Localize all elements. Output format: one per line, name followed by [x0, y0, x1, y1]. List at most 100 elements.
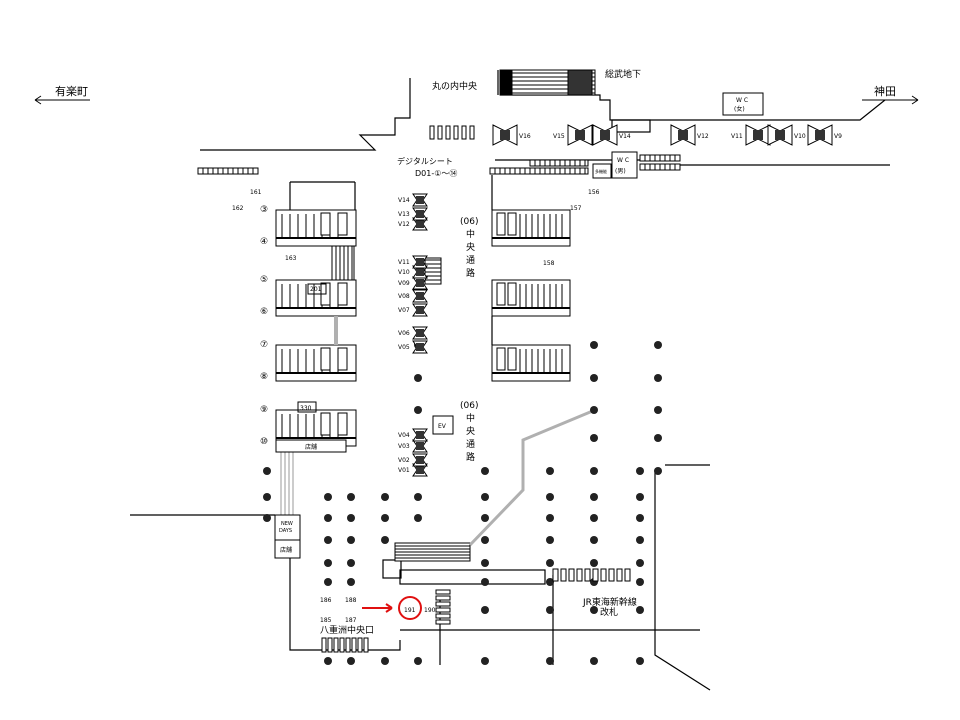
highlight-arrow-icon	[362, 603, 393, 613]
central-passage-char: 央	[466, 425, 475, 437]
shop-label: 店舗	[305, 443, 317, 451]
ticket-gate	[568, 568, 575, 582]
platform-number: ⑩	[260, 437, 268, 447]
ticket-gate	[351, 637, 357, 653]
walls	[130, 70, 890, 691]
wc-female-label: W C	[736, 97, 748, 104]
central-passage-char: 中	[466, 412, 475, 424]
column-icon	[481, 493, 489, 501]
ticket-gate	[321, 637, 327, 653]
platform-number: ⑧	[260, 372, 268, 382]
platform-block-left	[275, 344, 357, 382]
ticket-gate	[435, 613, 451, 619]
pillar-label: V12	[398, 221, 410, 228]
ticket-gate	[333, 637, 339, 653]
pillar-label: V07	[398, 307, 410, 314]
column-icon	[590, 341, 598, 349]
column-icon	[381, 514, 389, 522]
pillar-icon	[416, 306, 424, 314]
column-icon	[414, 514, 422, 522]
column-icon	[636, 578, 644, 586]
ad-number: 161	[250, 189, 262, 196]
pillar-label: V13	[398, 211, 410, 218]
pillar-icon	[416, 456, 424, 464]
ticket-gate	[576, 568, 583, 582]
pillar-icon	[678, 130, 688, 140]
platform-block-right	[491, 209, 571, 247]
ticket-gate	[461, 125, 467, 140]
newdays-label: NEW	[281, 521, 293, 527]
column-icon	[481, 536, 489, 544]
column-icon	[546, 467, 554, 475]
central-passage-char: 中	[466, 228, 475, 240]
platform-number: ⑤	[260, 275, 268, 285]
platform-block-left	[275, 209, 357, 247]
ad-panel	[320, 212, 331, 236]
ad-panel	[337, 412, 348, 436]
wc-male-label: W C	[617, 157, 629, 164]
pillar-label: V14	[619, 133, 631, 140]
ad-number: 190	[424, 607, 436, 614]
column-icon	[590, 559, 598, 567]
column-icon	[636, 657, 644, 665]
digital-seat-range: D01-①～⑭	[415, 169, 457, 178]
column-icon	[590, 657, 598, 665]
column-icon	[590, 606, 598, 614]
pillar-label: V10	[398, 269, 410, 276]
platform-number: ⑨	[260, 405, 268, 415]
ad-number-box	[297, 401, 317, 413]
ticket-gate	[608, 568, 615, 582]
escalator	[529, 159, 589, 167]
column-icon	[654, 467, 662, 475]
direction-right-label: 神田	[874, 84, 896, 98]
ticket-gate	[437, 125, 443, 140]
highlight-circle	[398, 596, 422, 620]
ad-panel	[496, 347, 506, 371]
ticket-gate	[363, 637, 369, 653]
column-icon	[381, 536, 389, 544]
column-icon	[636, 536, 644, 544]
ad-number: 157	[570, 205, 582, 212]
column-icon	[481, 657, 489, 665]
column-icon	[324, 578, 332, 586]
ad-panel	[337, 212, 348, 236]
wc-male-sub: (男)	[615, 168, 626, 175]
ad-panel	[496, 282, 506, 306]
column-icon	[636, 514, 644, 522]
column-icon	[414, 374, 422, 382]
column-icon	[636, 467, 644, 475]
column-icon	[636, 493, 644, 501]
pillar-label: V14	[398, 197, 410, 204]
ad-number: 188	[345, 597, 357, 604]
column-icon	[590, 493, 598, 501]
pillar-label: V16	[519, 133, 531, 140]
ad-number: 156	[588, 189, 600, 196]
column-icon	[324, 514, 332, 522]
pillar-icon	[416, 329, 424, 337]
column-icon	[481, 467, 489, 475]
ad-number: 162	[232, 205, 244, 212]
platform-block-right	[491, 279, 571, 317]
column-icon	[636, 606, 644, 614]
ad-number: 191	[404, 607, 416, 614]
ticket-gate	[552, 568, 559, 582]
pillar-label: V15	[553, 133, 565, 140]
ticket-gate	[616, 568, 623, 582]
pillar-label: V01	[398, 467, 410, 474]
pillar-icon	[416, 431, 424, 439]
column-icon	[590, 374, 598, 382]
pillar-label: V06	[398, 330, 410, 337]
column-icon	[590, 467, 598, 475]
platform-number: ③	[260, 205, 268, 215]
column-icon	[347, 559, 355, 567]
pillar-icon	[416, 466, 424, 474]
central-passage-char: 路	[466, 451, 475, 463]
ad-panel	[507, 347, 517, 371]
wc-female-sub: (女)	[734, 105, 745, 113]
column-icon	[546, 657, 554, 665]
column-icon	[636, 559, 644, 567]
